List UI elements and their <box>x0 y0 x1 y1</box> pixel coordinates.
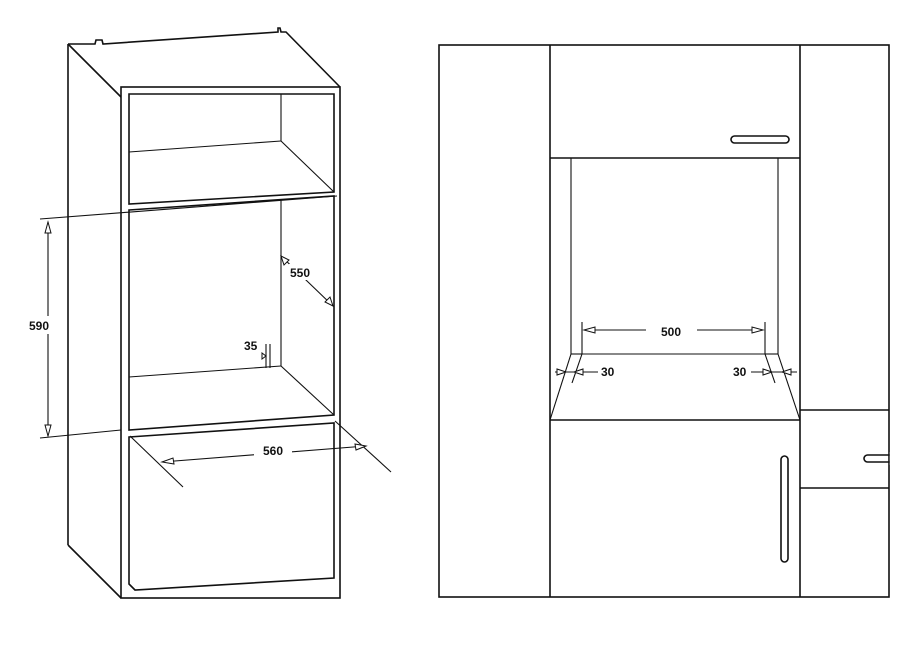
depth-dimension-label: 550 <box>290 266 310 280</box>
gap-arrow <box>261 352 267 360</box>
niche-floor-left-edge <box>549 353 572 421</box>
upper-shelf-line <box>128 140 282 153</box>
cabinet-top-back-edge <box>68 27 341 88</box>
inner-width-arrow-right <box>751 326 765 334</box>
cabinet-bottom-diagonal <box>67 544 122 599</box>
left-gap-arrow-b <box>572 368 584 376</box>
height-extension-bottom <box>39 429 122 439</box>
inner-width-dimension-label: 500 <box>661 325 681 339</box>
upper-compartment <box>128 93 335 205</box>
width-arrow-left <box>160 457 175 465</box>
elevation-outer-frame <box>438 44 890 598</box>
height-arrow-bottom <box>44 424 52 438</box>
height-dimension-label: 590 <box>29 319 49 333</box>
niche-left-step-b <box>571 353 583 384</box>
niche-right-step-b <box>764 353 776 384</box>
cabinet-front-frame <box>120 86 341 599</box>
top-cabinet-handle <box>730 135 790 144</box>
left-gap-dimension-label: 30 <box>601 365 615 379</box>
gap-dimension-label: 35 <box>244 339 258 353</box>
right-gap-arrow-a <box>762 368 774 376</box>
width-dimension-label: 560 <box>263 444 283 458</box>
upper-shelf-diagonal <box>280 140 335 193</box>
height-arrow-top <box>44 220 52 234</box>
niche-floor-diagonal <box>280 365 335 416</box>
width-arrow-right <box>354 443 368 451</box>
niche-floor-right-edge <box>777 353 801 421</box>
right-gap-dimension-label: 30 <box>733 365 747 379</box>
lower-door-handle <box>780 455 789 563</box>
height-extension-top <box>39 195 338 220</box>
width-extension-left <box>129 435 184 488</box>
cabinet-front-elevation: 500 30 30 <box>438 44 910 598</box>
depth-arrow-top <box>280 255 290 266</box>
oven-niche <box>128 195 335 431</box>
cabinet-isometric-drawing: 590 550 35 560 <box>29 27 392 599</box>
depth-arrow-bottom <box>324 296 334 307</box>
lower-drawer-panel <box>128 422 335 591</box>
inner-width-arrow-left <box>582 326 596 334</box>
right-gap-arrow-b <box>780 368 792 376</box>
depth-dimension-line <box>280 255 334 307</box>
niche-floor-back <box>128 365 282 378</box>
left-gap-arrow-a <box>556 368 568 376</box>
cabinet-top-left-diagonal <box>67 43 122 98</box>
